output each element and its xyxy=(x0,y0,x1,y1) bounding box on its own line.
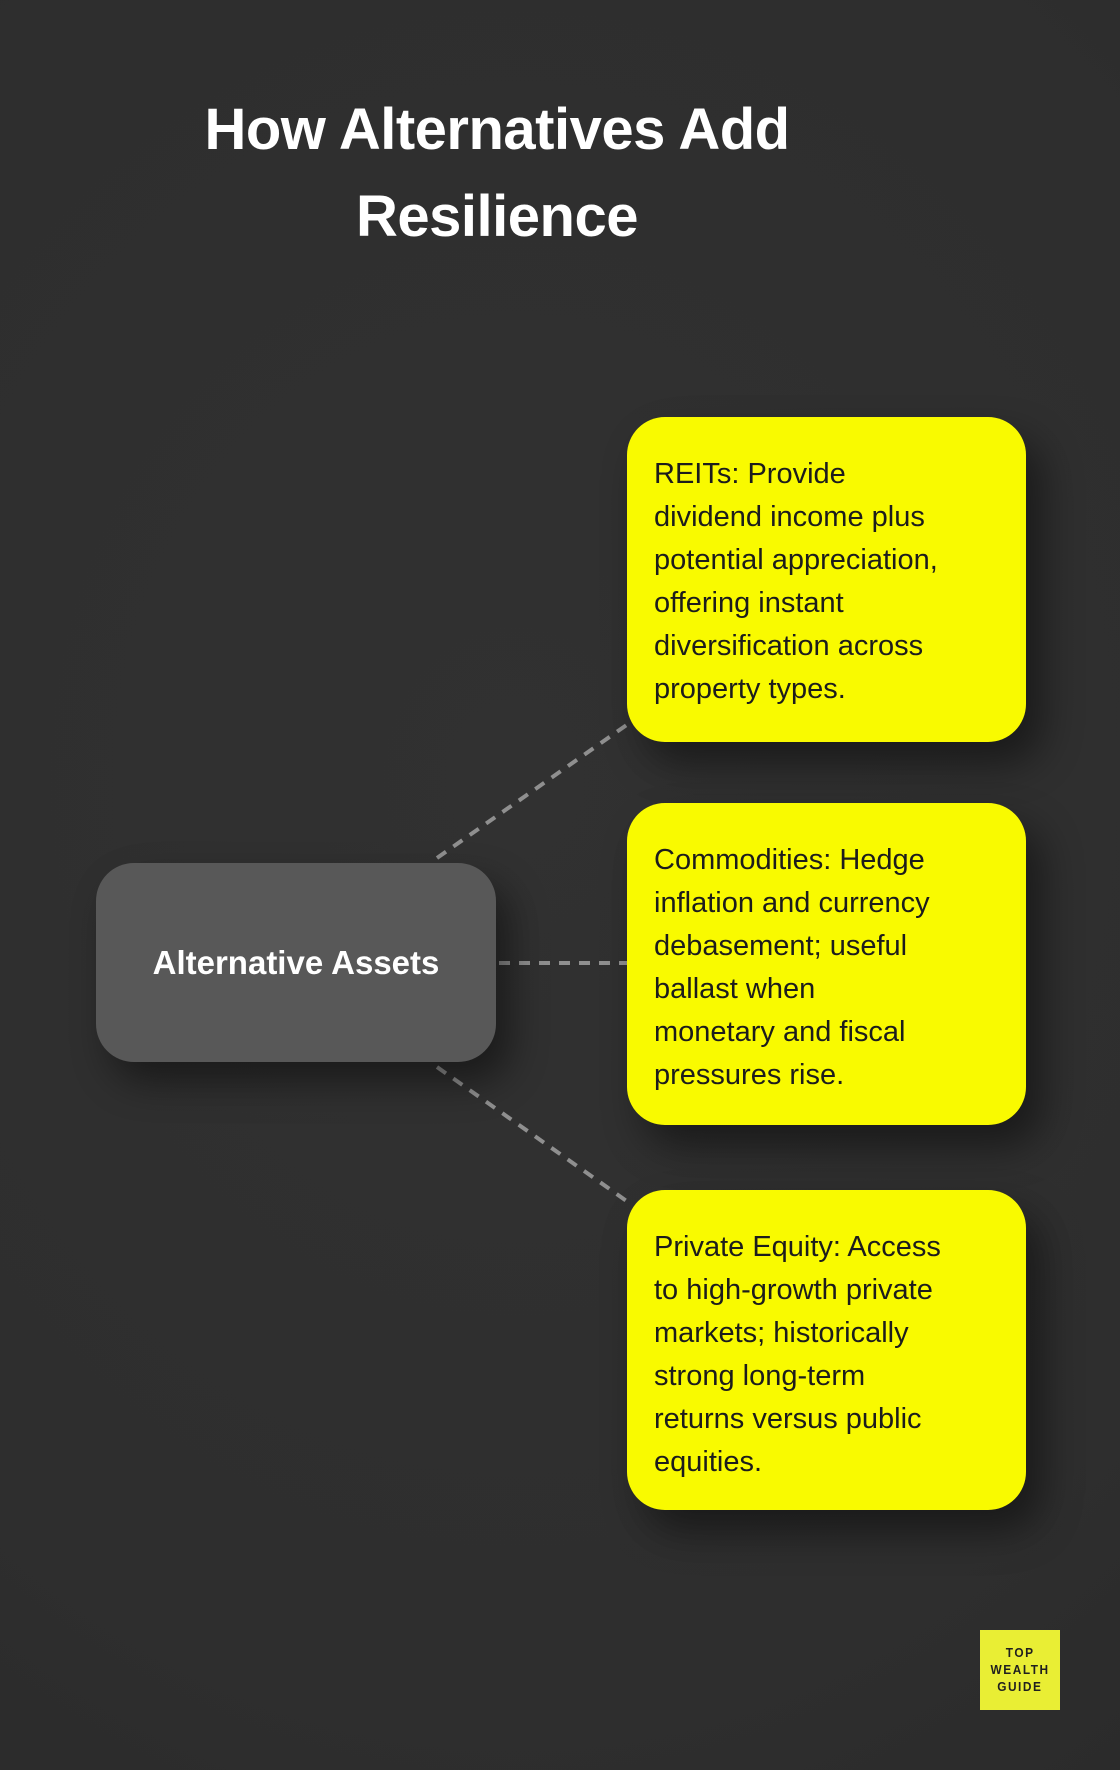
card-reits: REITs: Provide dividend income plus pote… xyxy=(627,417,1026,742)
central-node-label: Alternative Assets xyxy=(152,943,440,981)
logo-line-top: TOP xyxy=(1005,1646,1035,1660)
connector-line-private-equity xyxy=(435,1065,630,1204)
central-node-alternative-assets: Alternative Assets xyxy=(96,863,496,1062)
logo-line-guide: GUIDE xyxy=(997,1680,1043,1694)
card-private-equity: Private Equity: Access to high-growth pr… xyxy=(627,1190,1026,1510)
top-wealth-guide-logo: TOP WEALTH GUIDE xyxy=(980,1630,1060,1710)
connector-line-reits xyxy=(435,722,630,860)
page-title: How Alternatives Add Resilience xyxy=(204,97,790,249)
logo-line-wealth: WEALTH xyxy=(990,1663,1050,1677)
card-commodities: Commodities: Hedge inflation and currenc… xyxy=(627,803,1026,1125)
